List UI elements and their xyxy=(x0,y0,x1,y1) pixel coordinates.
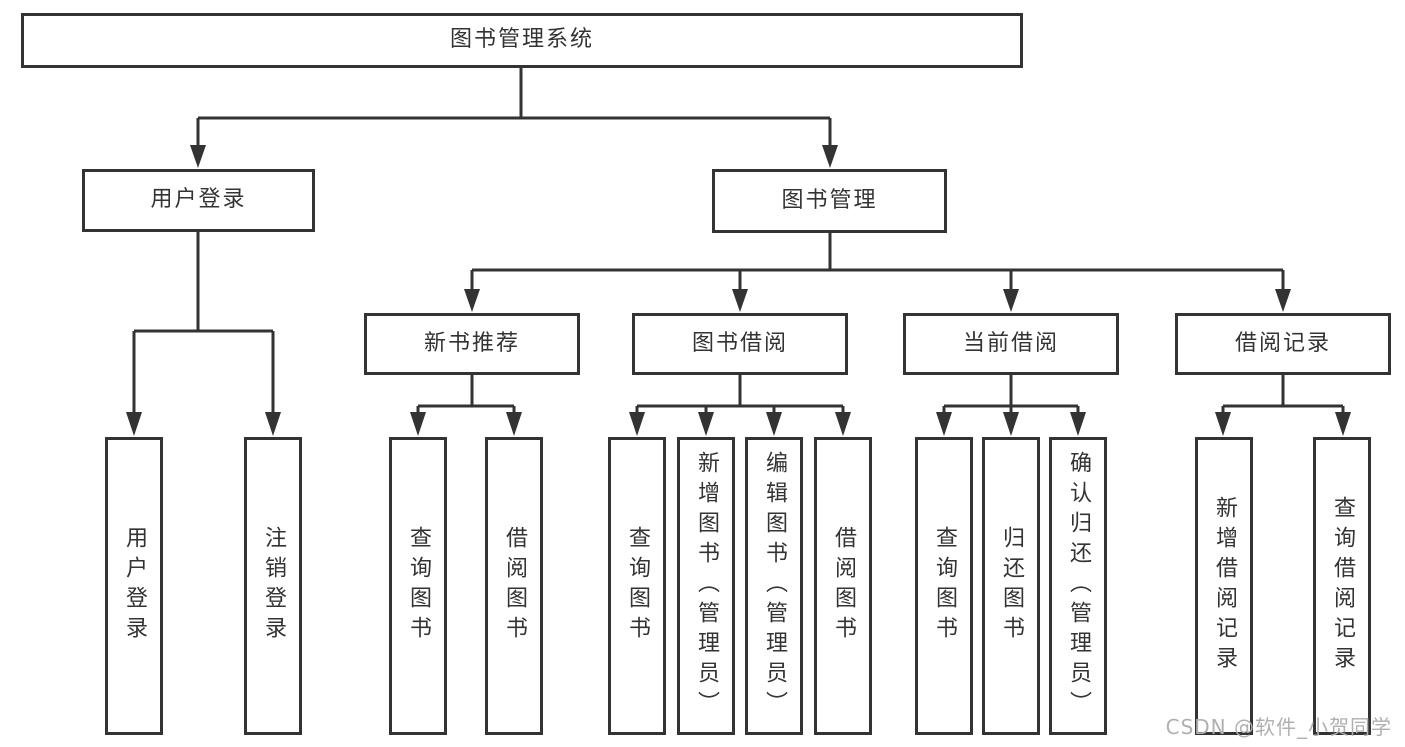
node-user-login-group: 用户登录 xyxy=(82,169,315,232)
node-query-borrow-record: 查询借阅记录 xyxy=(1313,437,1371,735)
node-borrow-books-recommend: 借阅图书 xyxy=(485,437,543,735)
node-query-books-borrowing: 查询图书 xyxy=(608,437,666,735)
node-current-borrowing: 当前借阅 xyxy=(903,313,1119,375)
node-add-borrow-record: 新增借阅记录 xyxy=(1195,437,1253,735)
node-book-management: 图书管理 xyxy=(712,169,947,233)
node-borrowing-records: 借阅记录 xyxy=(1175,313,1391,375)
node-library-management-system: 图书管理系统 xyxy=(21,13,1023,68)
node-add-books-admin: 新增图书（管理员） xyxy=(677,437,735,735)
node-new-book-recommend: 新书推荐 xyxy=(364,313,580,375)
node-borrow-books-borrowing: 借阅图书 xyxy=(814,437,872,735)
node-edit-books-admin: 编辑图书（管理员） xyxy=(745,437,803,735)
node-book-borrowing: 图书借阅 xyxy=(632,313,848,375)
node-query-books-recommend: 查询图书 xyxy=(389,437,447,735)
node-logout-login: 注销登录 xyxy=(244,437,302,735)
node-query-books-current: 查询图书 xyxy=(915,437,973,735)
node-user-login: 用户登录 xyxy=(105,437,163,735)
node-confirm-return-admin: 确认归还（管理员） xyxy=(1049,437,1107,735)
node-return-books: 归还图书 xyxy=(982,437,1040,735)
watermark-text: CSDN @软件_小贺同学 xyxy=(1165,715,1392,739)
